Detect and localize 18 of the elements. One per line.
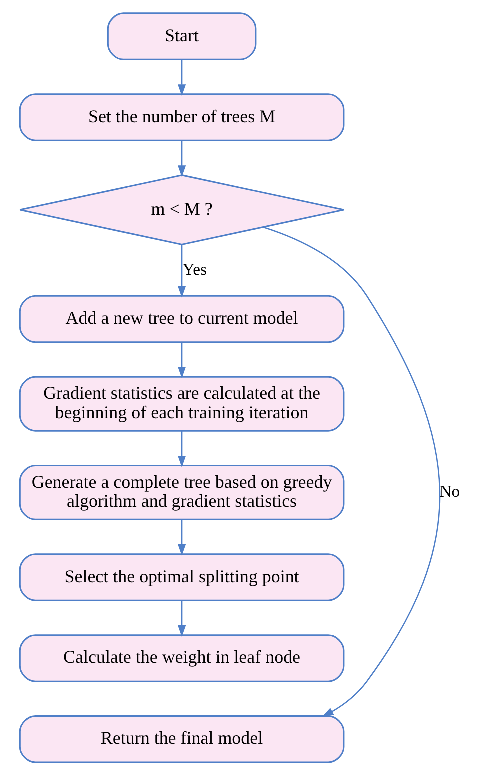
arrow <box>177 60 186 96</box>
arrow <box>177 520 186 556</box>
arrow <box>177 601 186 638</box>
node-box: Calculate the weight in leaf node <box>18 634 344 682</box>
edge-label: Yes <box>182 260 207 279</box>
node-box: Return the final model <box>18 716 344 764</box>
node-diamond: m < M ? <box>18 174 344 246</box>
arrow <box>177 141 186 178</box>
node-box: Select the optimal splitting point <box>18 554 344 602</box>
node-box: Gradient statistics are calculated at the beginning of each training iteration <box>18 376 344 432</box>
node-box: Set the number of trees M <box>18 94 344 142</box>
arrow <box>177 245 186 298</box>
arrow <box>177 342 186 379</box>
node-box: Generate a complete tree based on greedy algorithm and gradient statistics <box>18 464 344 520</box>
arrow <box>262 226 440 718</box>
node-box: Start <box>106 12 256 60</box>
node-box: Add a new tree to current model <box>18 295 344 344</box>
arrow <box>177 431 186 468</box>
